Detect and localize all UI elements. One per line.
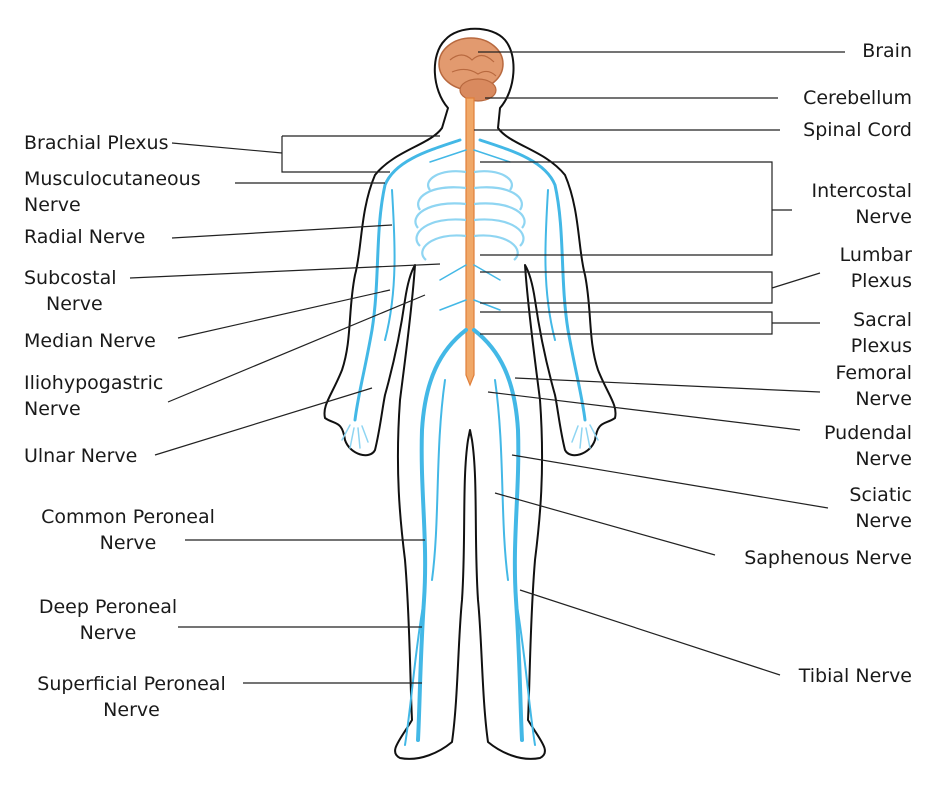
label-median-nerve: Median Nerve — [24, 330, 156, 352]
label-radial-nerve: Radial Nerve — [24, 226, 146, 248]
label-ulnar-nerve: Ulnar Nerve — [24, 445, 138, 467]
nerve-network — [341, 138, 599, 746]
leader-lumbar — [480, 271, 821, 304]
leader-intercostal — [480, 161, 792, 256]
leader-radial — [171, 224, 393, 239]
leader-saphenous — [494, 492, 716, 556]
brain-shape — [438, 37, 504, 102]
leader-tibial — [519, 589, 781, 676]
label-spinal-cord: Spinal Cord — [803, 119, 912, 141]
label-brachial-plexus: Brachial Plexus — [24, 132, 169, 154]
ribcage — [414, 170, 526, 261]
leader-femoral — [514, 377, 821, 393]
label-saphenous-nerve: Saphenous Nerve — [744, 547, 912, 569]
label-tibial-nerve: Tibial Nerve — [798, 665, 912, 687]
label-brain: Brain — [862, 40, 912, 62]
leader-pudendal — [487, 391, 801, 431]
leader-sacral — [480, 311, 820, 335]
leader-median — [177, 289, 391, 339]
leader-ulnar — [154, 387, 373, 456]
leader-brachial — [171, 135, 440, 173]
label-subcostal-nerve: Subcostal Nerve — [24, 267, 117, 315]
leader-subcostal — [129, 263, 441, 279]
body-outline — [323, 27, 617, 760]
leader-iliohypogastric — [167, 294, 426, 403]
leader-sciatic — [511, 454, 829, 509]
label-cerebellum: Cerebellum — [803, 87, 912, 109]
